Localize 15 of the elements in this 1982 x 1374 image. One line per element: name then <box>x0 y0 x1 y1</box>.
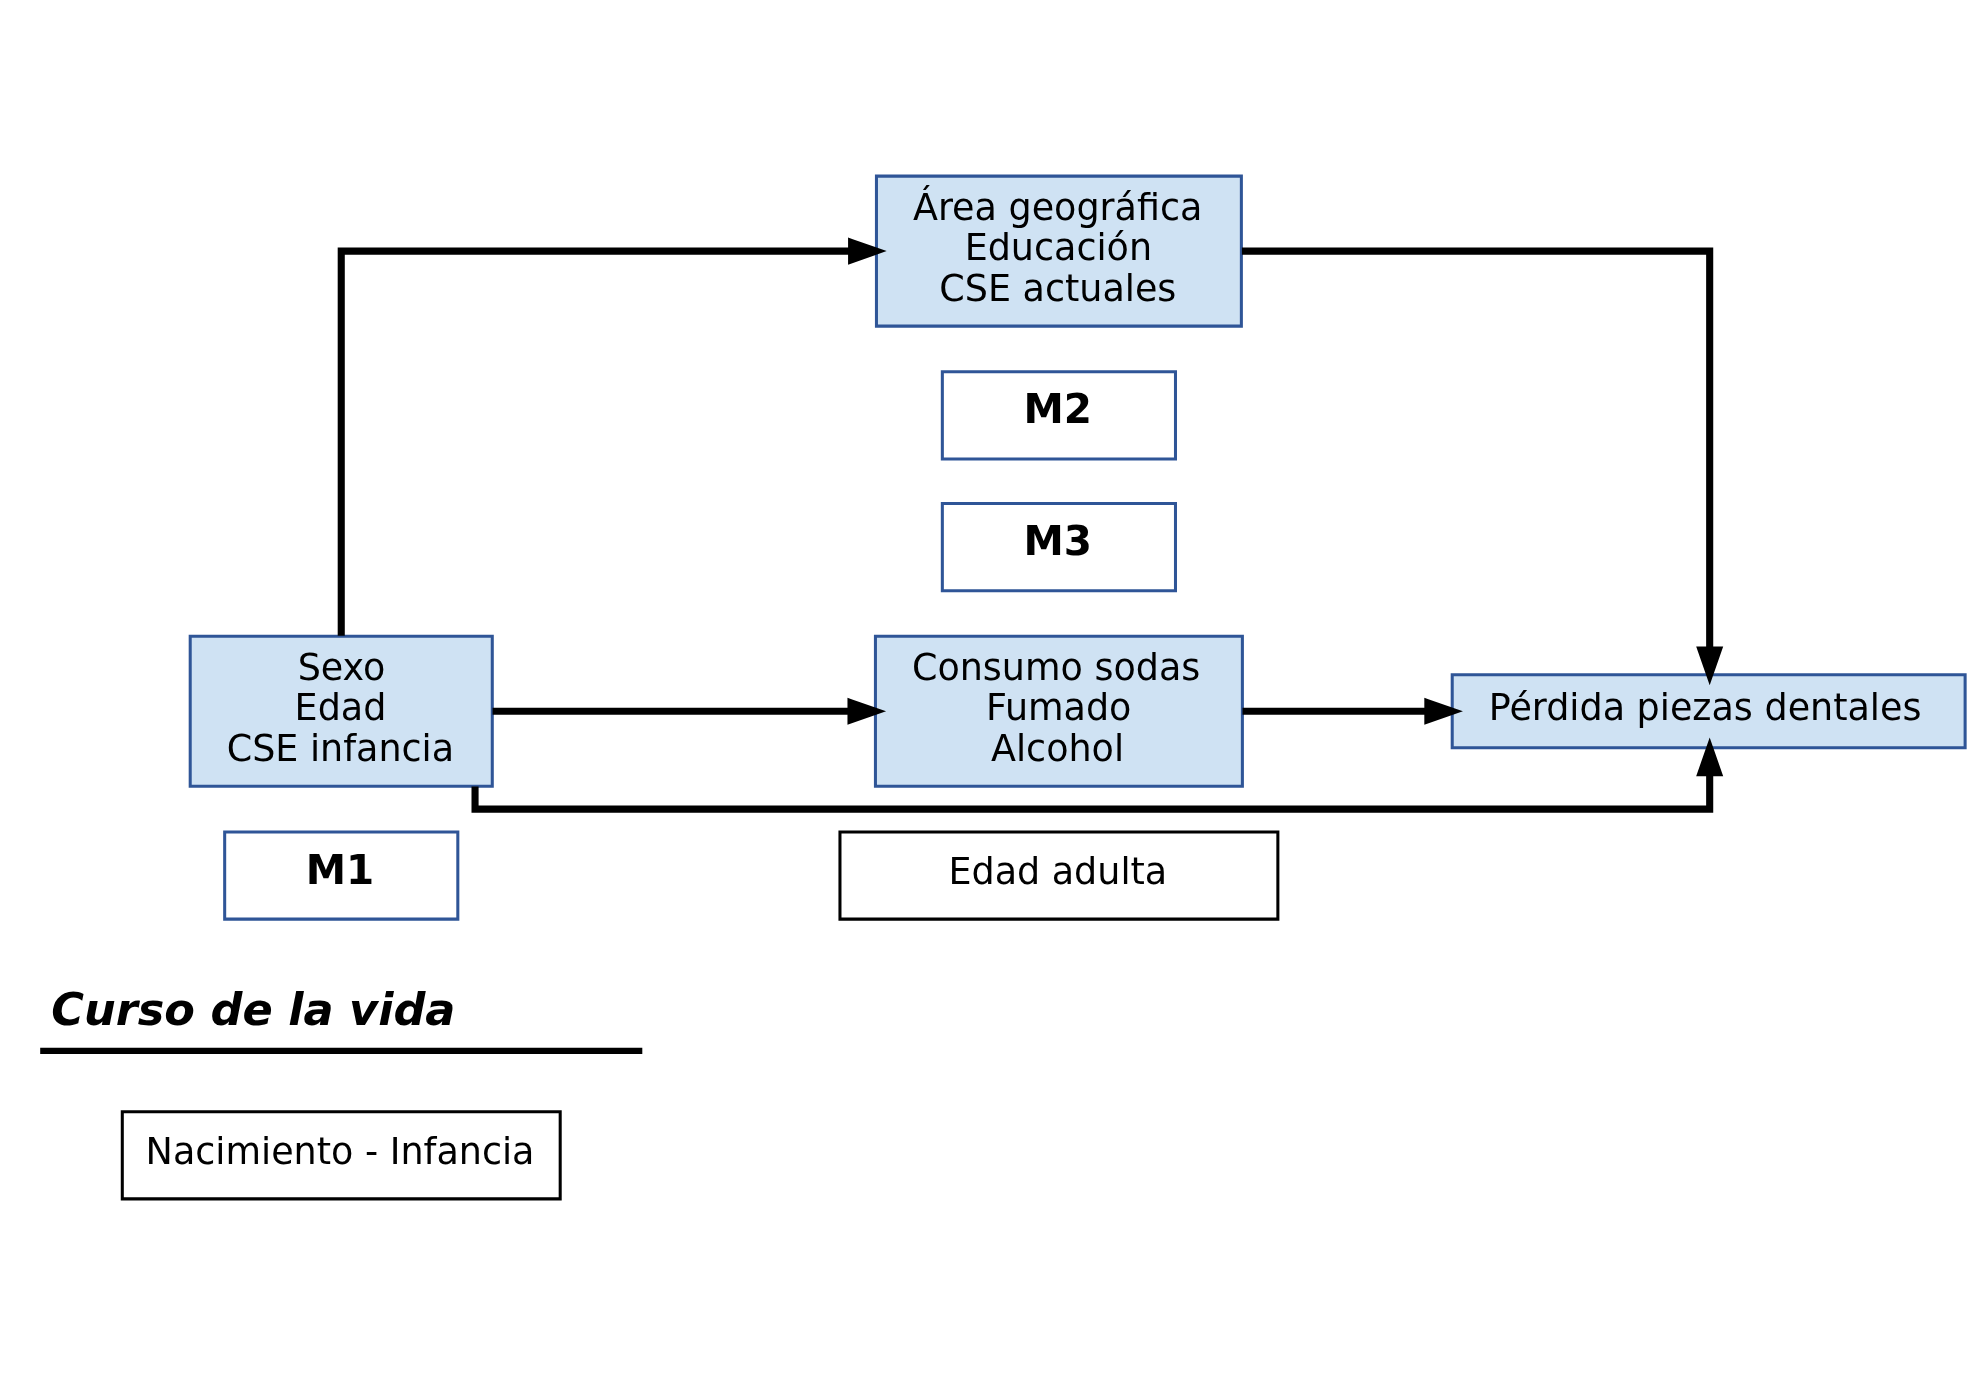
node-box: Pérdida piezas dentales <box>1450 672 1967 749</box>
arrow <box>471 737 1724 813</box>
node-box: Nacimiento - Infancia <box>120 1109 562 1200</box>
arrow <box>1242 697 1463 725</box>
label: Curso de la vida <box>51 983 456 1036</box>
node-box: M1 <box>223 829 460 921</box>
arrow <box>492 697 887 725</box>
node-box: M3 <box>940 501 1177 592</box>
node-box: Consumo sodas Fumado Alcohol <box>873 634 1244 788</box>
arrow <box>337 237 887 636</box>
node-box: M2 <box>940 369 1177 460</box>
node-box: Edad adulta <box>838 829 1280 921</box>
node-box: Área geográfica Educación CSE actuales <box>874 174 1243 328</box>
arrow <box>1241 247 1724 685</box>
node-box: Sexo Edad CSE infancia <box>188 634 494 788</box>
